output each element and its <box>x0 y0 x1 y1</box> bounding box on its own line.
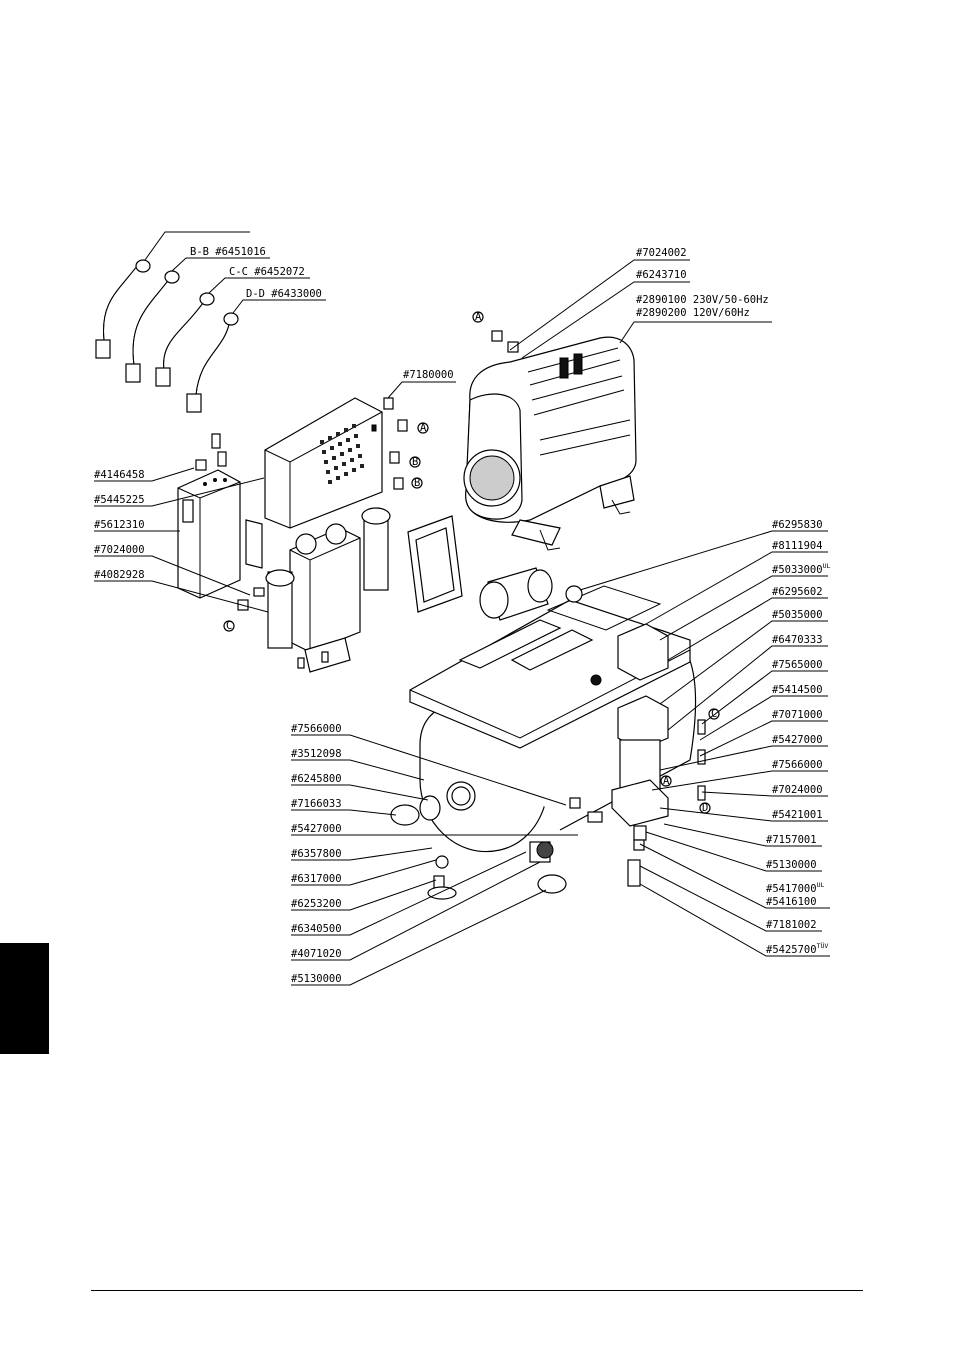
callout-d-right: D <box>702 802 708 814</box>
callout-a-right: A <box>663 775 670 787</box>
label-5425700-text: #5425700 <box>766 944 817 956</box>
pressure-switches <box>617 623 669 801</box>
callout-c-left: C <box>226 620 232 632</box>
label-7024000-right: #7024000 <box>772 784 823 796</box>
label-6317000: #6317000 <box>291 873 342 885</box>
hose-c <box>155 277 310 387</box>
lower-left-labels: #7566000 #3512098 #6245800 #7166033 #542… <box>291 723 578 986</box>
label-2890200: #2890200 120V/60Hz <box>636 307 750 319</box>
label-6245800: #6245800 <box>291 773 342 785</box>
label-5427000-right: #5427000 <box>772 734 823 746</box>
callout-c-right: C <box>711 708 717 720</box>
label-5427000-left: #5427000 <box>291 823 342 835</box>
label-5417000-text: #5417000 <box>766 883 817 895</box>
compressor-motor <box>463 336 637 551</box>
hose-b <box>125 257 270 383</box>
label-7181002: #7181002 <box>766 919 817 931</box>
label-4082928: #4082928 <box>94 569 145 581</box>
hose-d <box>186 299 326 413</box>
dryer-assembly <box>177 433 241 599</box>
fittings-abc-small: A B B <box>383 397 429 490</box>
label-7024002: #7024002 <box>636 247 687 259</box>
label-5417000-sup: UL <box>817 881 825 889</box>
label-8111904: #8111904 <box>772 540 823 552</box>
label-5035000: #5035000 <box>772 609 823 621</box>
label-7166033: #7166033 <box>291 798 342 810</box>
callout-a-mid: A <box>420 422 427 434</box>
label-6470333: #6470333 <box>772 634 823 646</box>
filter-assembly: C <box>223 507 391 673</box>
label-7157001: #7157001 <box>766 834 817 846</box>
label-6295602: #6295602 <box>772 586 823 598</box>
hose-label-c: C-C #6452072 <box>229 266 305 278</box>
label-5417000: #5417000UL <box>766 881 824 895</box>
label-5414500: #5414500 <box>772 684 823 696</box>
label-5416100: #5416100 <box>766 896 817 908</box>
right-labels: #6295830 #8111904 #5033000UL #6295602 #5… <box>579 519 830 957</box>
label-2890100: #2890100 230V/50-60Hz <box>636 294 769 306</box>
callout-b-mid: B <box>412 456 418 468</box>
label-5421001: #5421001 <box>772 809 823 821</box>
label-6340500: #6340500 <box>291 923 342 935</box>
label-5612310: #5612310 <box>94 519 145 531</box>
callout-a-top: A <box>475 311 482 323</box>
gasket-frame <box>407 515 463 613</box>
left-labels: #4146458 #5445225 #5612310 #7024000 #408… <box>94 467 269 613</box>
label-7565000: #7565000 <box>772 659 823 671</box>
section-tab <box>0 943 49 1054</box>
label-7180000: #7180000 <box>403 369 454 381</box>
fitting-a-top: A <box>472 311 519 353</box>
label-5445225: #5445225 <box>94 494 145 506</box>
label-5130000-left: #5130000 <box>291 973 342 985</box>
intake-filter <box>479 567 553 621</box>
label-4146458: #4146458 <box>94 469 145 481</box>
hose-label-d: D-D #6433000 <box>246 288 322 300</box>
label-5425700: #5425700TÜV <box>766 941 828 956</box>
label-3512098: #3512098 <box>291 748 342 760</box>
valve-cluster: C D A <box>611 708 720 887</box>
label-7024000-left: #7024000 <box>94 544 145 556</box>
label-6295830: #6295830 <box>772 519 823 531</box>
label-5033000-sup: UL <box>823 562 831 570</box>
label-6357800: #6357800 <box>291 848 342 860</box>
label-7566000-left: #7566000 <box>291 723 342 735</box>
label-7566000-right: #7566000 <box>772 759 823 771</box>
label-5425700-sup: TÜV <box>817 941 829 950</box>
label-6243710: #6243710 <box>636 269 687 281</box>
label-7071000: #7071000 <box>772 709 823 721</box>
label-6253200: #6253200 <box>291 898 342 910</box>
hose-a <box>95 231 250 359</box>
label-5033000-text: #5033000 <box>772 564 823 576</box>
callout-b-mid-2: B <box>414 477 420 489</box>
label-5033000: #5033000UL <box>772 562 830 576</box>
label-5130000-right: #5130000 <box>766 859 817 871</box>
cover-box <box>264 397 383 529</box>
label-4071020: #4071020 <box>291 948 342 960</box>
lower-parts <box>390 795 603 900</box>
hose-label-b: B-B #6451016 <box>190 246 266 258</box>
footer-rule <box>91 1290 863 1291</box>
